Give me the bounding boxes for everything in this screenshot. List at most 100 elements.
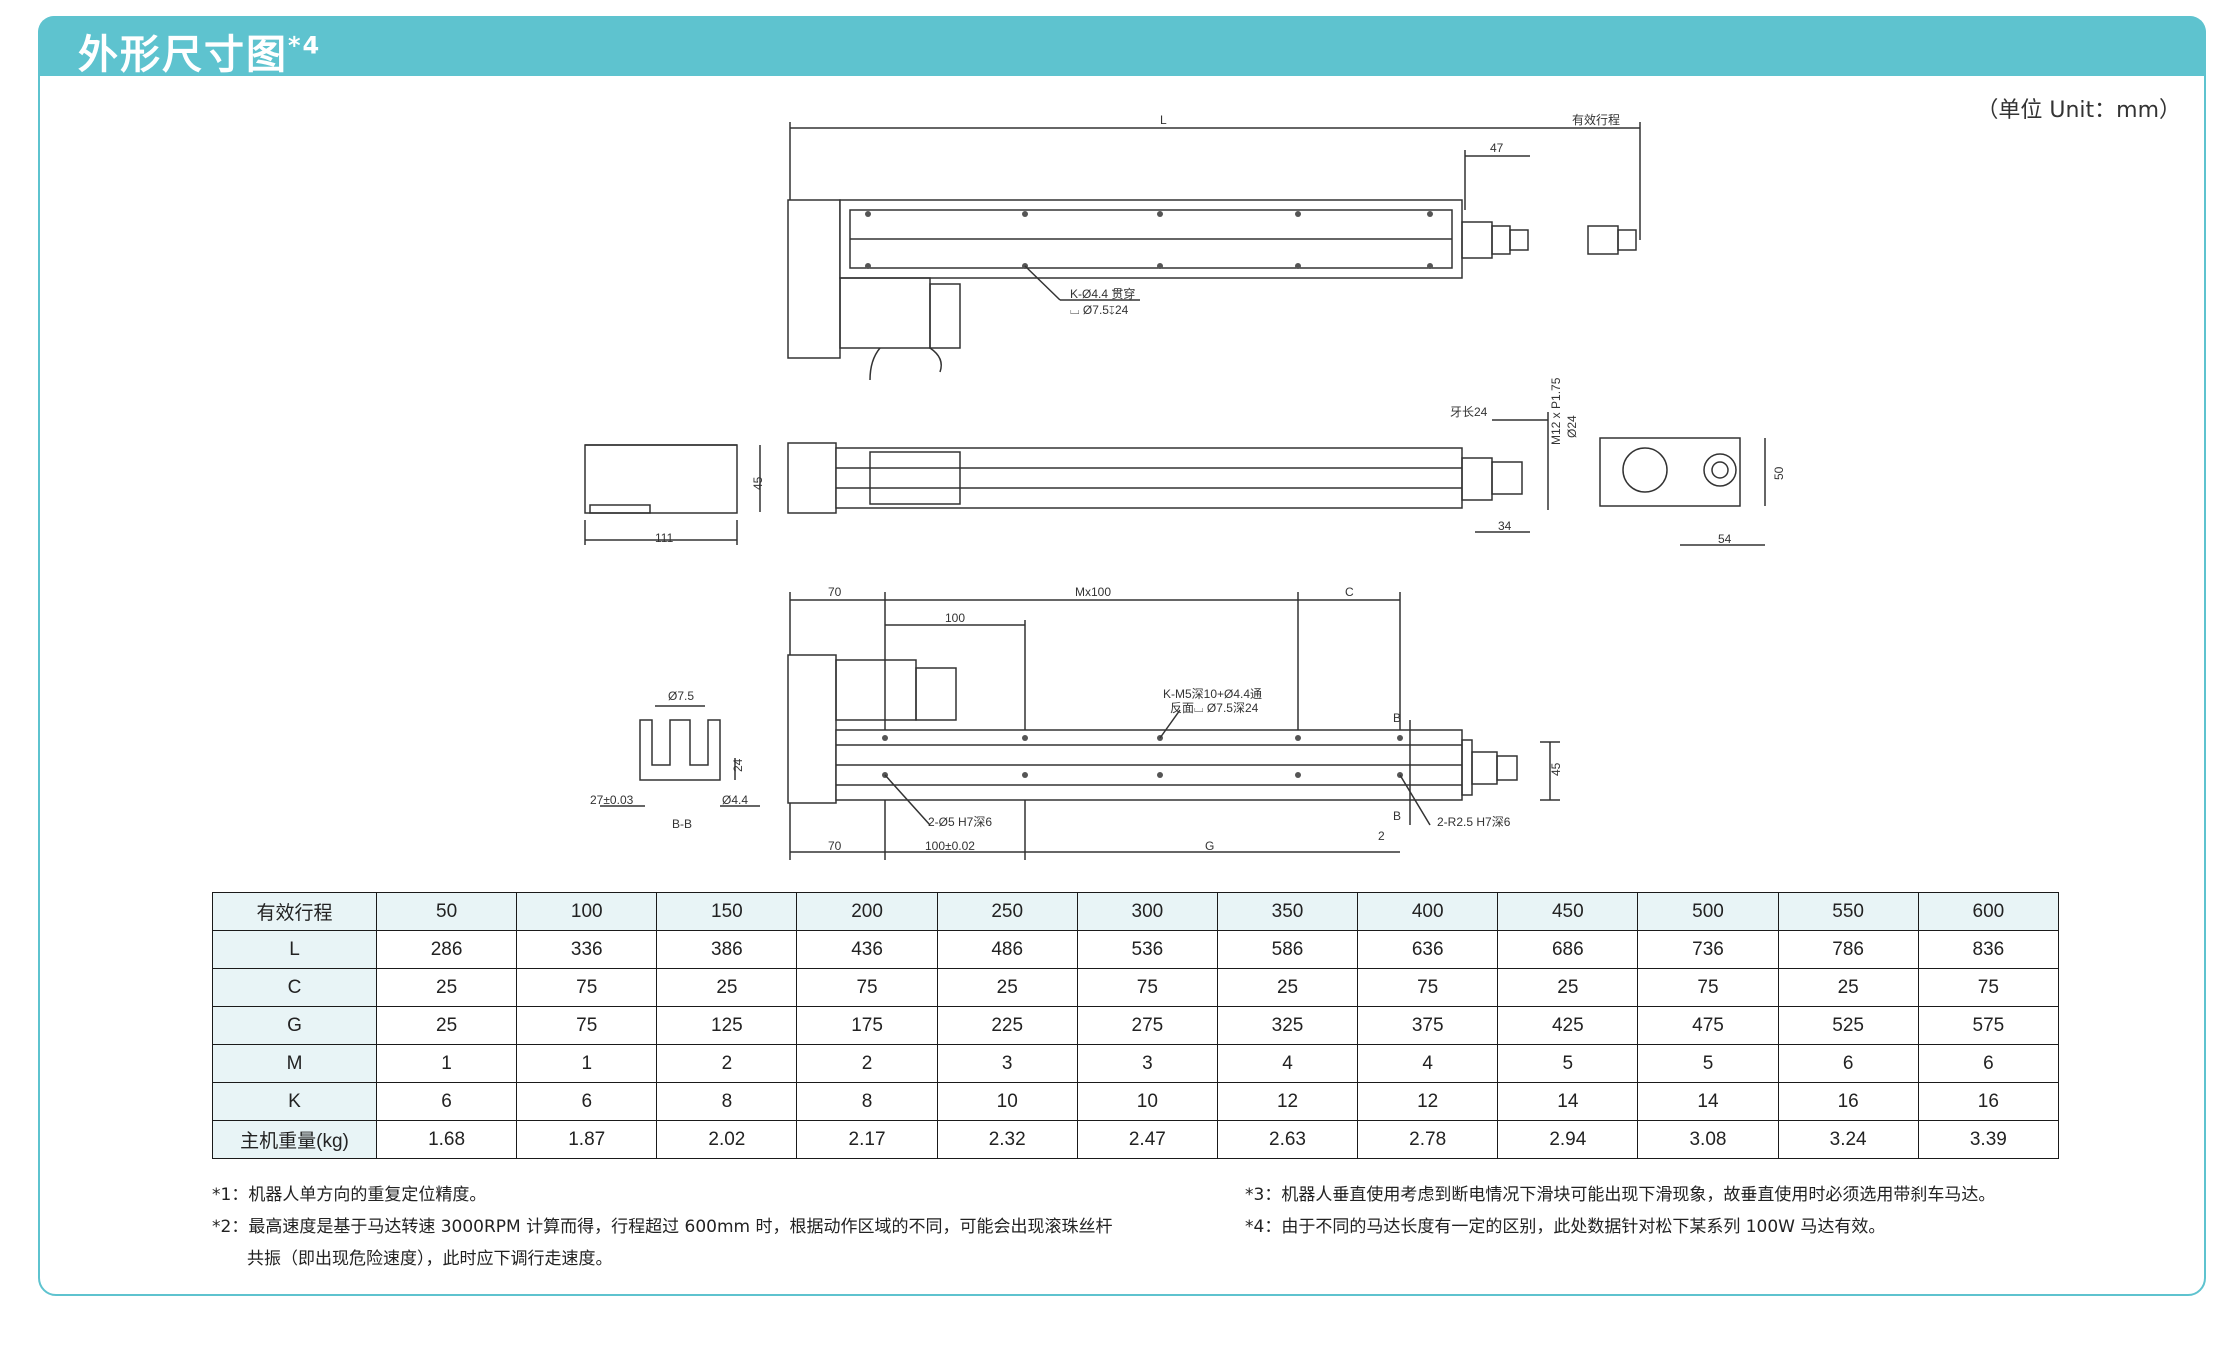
- table-cell: 75: [1637, 968, 1779, 1007]
- table-cell: 336: [516, 930, 658, 969]
- table-cell: 75: [516, 968, 658, 1007]
- hole-note-2: ⌴ Ø7.5↧24: [1070, 303, 1129, 317]
- table-cell: 2: [656, 1044, 798, 1083]
- section-bb: [600, 705, 760, 807]
- table-row-label: L: [212, 930, 377, 969]
- table-cell: 375: [1357, 1006, 1499, 1045]
- table-cell: 6: [516, 1082, 658, 1121]
- table-cell: 25: [656, 968, 798, 1007]
- table-cell: 2.32: [936, 1120, 1078, 1159]
- table-cell: 586: [1216, 930, 1359, 969]
- table-header-cell: 550: [1777, 892, 1919, 931]
- table-cell: 2.02: [656, 1120, 798, 1159]
- side-view: [584, 412, 1766, 546]
- note-4: *4：由于不同的马达长度有一定的区别，此处数据针对松下某系列 100W 马达有效…: [1245, 1217, 1886, 1237]
- table-header-cell: 150: [656, 892, 798, 931]
- table-cell: 6: [375, 1082, 518, 1121]
- table-cell: 225: [936, 1006, 1078, 1045]
- table-row-label: 主机重量(kg): [212, 1120, 377, 1159]
- dim-bottom-45: 45: [1549, 762, 1563, 776]
- table-cell: 486: [936, 930, 1078, 969]
- table-row-label: G: [212, 1006, 377, 1045]
- dim-70-bottom: 70: [828, 839, 842, 853]
- table-cell: 386: [656, 930, 798, 969]
- dim-L: L: [1160, 113, 1167, 127]
- table-cell: 686: [1497, 930, 1639, 969]
- table-cell: 786: [1777, 930, 1919, 969]
- table-header-cell: 600: [1917, 892, 2060, 931]
- table-cell: 75: [1357, 968, 1499, 1007]
- table-cell: 475: [1637, 1006, 1779, 1045]
- table-cell: 5: [1637, 1044, 1779, 1083]
- table-cell: 12: [1216, 1082, 1359, 1121]
- table-row-label: M: [212, 1044, 377, 1083]
- table-cell: 2.78: [1357, 1120, 1499, 1159]
- table-cell: 436: [796, 930, 938, 969]
- note-1: *1：机器人单方向的重复定位精度。: [212, 1185, 487, 1205]
- table-cell: 175: [796, 1006, 938, 1045]
- dim-Mx100: Mx100: [1075, 585, 1111, 599]
- table-cell: 3.39: [1917, 1120, 2060, 1159]
- table-cell: 8: [796, 1082, 938, 1121]
- table-header-cell: 400: [1357, 892, 1499, 931]
- title-text: 外形尺寸图: [78, 32, 288, 78]
- table-cell: 10: [1076, 1082, 1218, 1121]
- table-cell: 575: [1917, 1006, 2060, 1045]
- table-cell: 325: [1216, 1006, 1359, 1045]
- table-cell: 286: [375, 930, 518, 969]
- section-mark-B-top: B: [1393, 711, 1401, 725]
- bottom-view: [787, 592, 1560, 860]
- table-header-cell: 300: [1076, 892, 1218, 931]
- table-cell: 275: [1076, 1006, 1218, 1045]
- dim-100: 100: [945, 611, 965, 625]
- table-header-cell: 200: [796, 892, 938, 931]
- table-cell: 2.94: [1497, 1120, 1639, 1159]
- note-2b: 共振（即出现危险速度），此时应下调行走速度。: [247, 1249, 613, 1269]
- table-cell: 4: [1216, 1044, 1359, 1083]
- table-cell: 25: [1497, 968, 1639, 1007]
- table-cell: 2.17: [796, 1120, 938, 1159]
- table-cell: 16: [1917, 1082, 2060, 1121]
- table-header-cell: 350: [1216, 892, 1359, 931]
- table-header-cell: 50: [375, 892, 518, 931]
- dim-G: G: [1205, 839, 1214, 853]
- pin-note-1: 2-Ø5 H7深6: [928, 815, 992, 829]
- table-cell: 1.87: [516, 1120, 658, 1159]
- dim-2: 2: [1378, 829, 1385, 843]
- top-view: [787, 122, 1641, 381]
- table-cell: 1.68: [375, 1120, 518, 1159]
- table-cell: 16: [1777, 1082, 1919, 1121]
- table-cell: 25: [375, 1006, 518, 1045]
- section-label: B-B: [672, 817, 692, 831]
- tap-note-1: K-M5深10+Ø4.4通: [1163, 687, 1262, 701]
- table-header-cell: 100: [516, 892, 658, 931]
- table-cell: 75: [796, 968, 938, 1007]
- note-3: *3：机器人垂直使用考虑到断电情况下滑块可能出现下滑现象，故垂直使用时必须选用带…: [1245, 1185, 1996, 1205]
- dim-C: C: [1345, 585, 1354, 599]
- note-2a: *2：最高速度是基于马达转速 3000RPM 计算而得，行程超过 600mm 时…: [212, 1217, 1113, 1237]
- table-cell: 1: [516, 1044, 658, 1083]
- table-cell: 25: [1216, 968, 1359, 1007]
- table-cell: 75: [1917, 968, 2060, 1007]
- sect-dim-7-5: Ø7.5: [668, 689, 694, 703]
- dim-111: 111: [655, 531, 674, 545]
- table-cell: 6: [1777, 1044, 1919, 1083]
- table-cell: 836: [1917, 930, 2060, 969]
- section-mark-B-bottom: B: [1393, 809, 1401, 823]
- table-cell: 1: [375, 1044, 518, 1083]
- table-cell: 14: [1497, 1082, 1639, 1121]
- table-cell: 525: [1777, 1006, 1919, 1045]
- table-cell: 3: [1076, 1044, 1218, 1083]
- table-cell: 14: [1637, 1082, 1779, 1121]
- table-header-label: 有效行程: [212, 892, 377, 931]
- table-cell: 2: [796, 1044, 938, 1083]
- table-cell: 6: [1917, 1044, 2060, 1083]
- table-header-cell: 450: [1497, 892, 1639, 931]
- table-cell: 4: [1357, 1044, 1499, 1083]
- header-bar: [38, 16, 2206, 76]
- table-cell: 8: [656, 1082, 798, 1121]
